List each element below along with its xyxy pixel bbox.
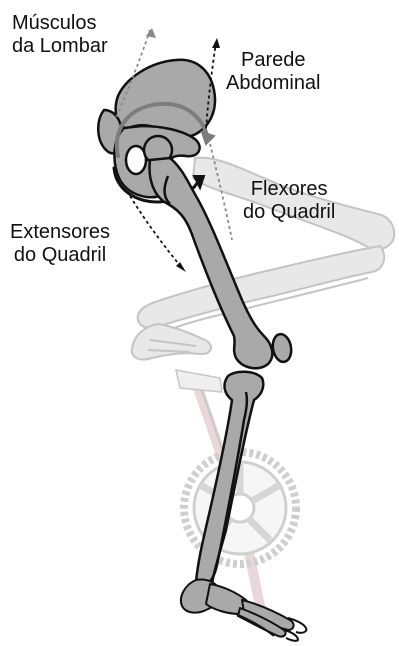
label-hip-flexors-line-1: Flexores — [243, 178, 335, 201]
label-hip-extensors: Extensores do Quadril — [10, 221, 110, 267]
label-lumbar-muscles: Músculos da Lombar — [12, 12, 108, 58]
label-abdominal-wall: Parede Abdominal — [226, 49, 321, 95]
patella — [271, 333, 294, 364]
label-hip-extensors-line-2: do Quadril — [10, 244, 110, 267]
back-shin — [138, 246, 384, 328]
label-lumbar-line-2: da Lombar — [12, 35, 108, 58]
pedal — [176, 370, 222, 392]
back-foot — [132, 324, 211, 360]
ilium — [116, 60, 215, 137]
label-abdominal-line-1: Parede — [226, 49, 321, 72]
front-foot — [181, 579, 306, 640]
label-hip-flexors: Flexores do Quadril — [243, 178, 335, 224]
label-hip-extensors-line-1: Extensores — [10, 221, 110, 244]
label-hip-flexors-line-2: do Quadril — [243, 201, 335, 224]
label-lumbar-line-1: Músculos — [12, 12, 108, 35]
label-abdominal-line-2: Abdominal — [226, 72, 321, 95]
